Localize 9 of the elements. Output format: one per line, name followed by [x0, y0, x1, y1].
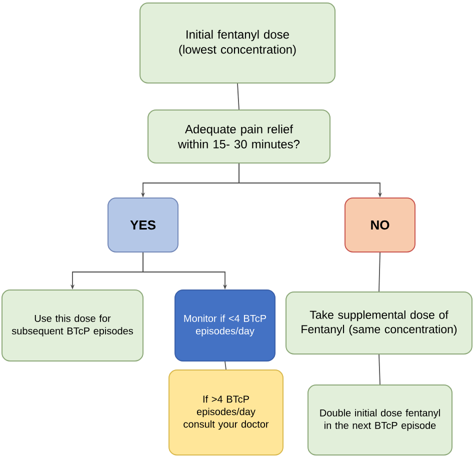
process-box: Double initial dose fentanyl in the next BTcP episode: [308, 384, 452, 456]
process-box: Initial fentanyl dose (lowest concentration): [140, 2, 336, 84]
process-box: Monitor if <4 BTcP episodes/day: [174, 290, 276, 362]
answer-box: YES: [108, 198, 178, 252]
decision-box: Adequate pain relief within 15- 30 minutes?: [148, 110, 330, 164]
process-box: If >4 BTcP episodes/day consult your doctor: [168, 370, 284, 456]
answer-box: NO: [344, 198, 416, 252]
process-box: Take supplemental dose of Fentanyl (same concentration): [286, 292, 472, 354]
process-box: Use this dose for subsequent BTcP episodes: [2, 290, 144, 362]
